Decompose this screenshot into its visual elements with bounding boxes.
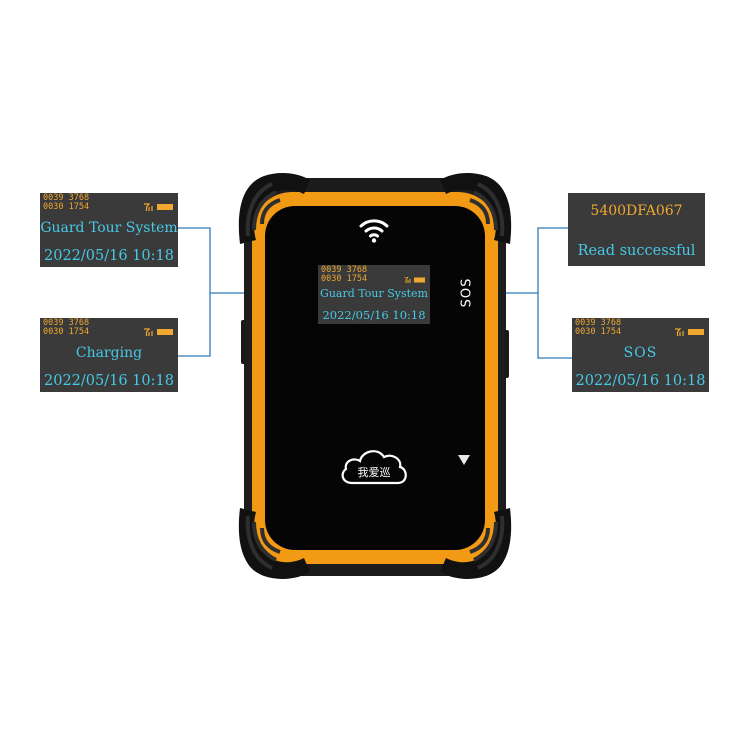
device-screen — [265, 206, 485, 550]
corner-bumper-bottom-right — [434, 500, 516, 582]
status-line-1: 0039 3768 — [43, 318, 90, 328]
panel-message: Read successful — [577, 243, 696, 259]
panel-datetime: 2022/05/16 10:18 — [575, 373, 706, 389]
panel-read-successful: 5400DFA067 Read successful — [568, 193, 705, 266]
wifi-icon — [358, 216, 390, 244]
corner-bumper-top-left — [234, 170, 316, 252]
cloud-logo-text: 我爱巡 — [357, 466, 391, 479]
lcd-message: Guard Tour System — [320, 287, 428, 300]
signal-battery-icon — [675, 321, 705, 340]
down-arrow-icon[interactable] — [458, 455, 470, 465]
panel-card-id: 5400DFA067 — [590, 203, 683, 219]
status-line-2: 0030 1754 — [43, 327, 90, 337]
lcd-status-block: 0039 3768 0030 1754 — [321, 266, 367, 284]
status-line-1: 0039 3768 — [575, 318, 622, 328]
right-side-button[interactable] — [504, 330, 509, 378]
lcd-status-block: 0039 3768 0030 1754 — [43, 319, 89, 337]
panel-guard-tour: 0039 3768 0030 1754 Guard Tour System 20… — [40, 193, 178, 267]
lcd-datetime: 2022/05/16 10:18 — [322, 308, 426, 322]
status-line-1: 0039 3768 — [321, 265, 368, 275]
corner-bumper-top-right — [434, 170, 516, 252]
right-bracket-line — [537, 227, 572, 359]
status-line-2: 0030 1754 — [575, 327, 622, 337]
panel-sos: 0039 3768 0030 1754 SOS 2022/05/16 10:18 — [572, 318, 709, 392]
sos-label[interactable]: SOS — [459, 277, 475, 308]
lcd-status-block: 0039 3768 0030 1754 — [575, 319, 621, 337]
left-bracket-line — [178, 227, 211, 357]
device-lcd: 0039 3768 0030 1754 Guard Tour System 20… — [318, 265, 430, 324]
panel-datetime: 2022/05/16 10:18 — [44, 373, 174, 389]
status-line-2: 0030 1754 — [43, 202, 90, 212]
status-line-2: 0030 1754 — [321, 274, 368, 284]
signal-battery-icon — [144, 321, 174, 340]
signal-battery-icon — [144, 196, 174, 215]
signal-battery-icon — [404, 268, 426, 287]
lcd-status-block: 0039 3768 0030 1754 — [43, 194, 89, 212]
corner-bumper-bottom-left — [234, 500, 316, 582]
panel-message: SOS — [623, 345, 658, 361]
status-line-1: 0039 3768 — [43, 193, 90, 203]
panel-message: Charging — [75, 345, 143, 361]
cloud-logo: 我爱巡 — [338, 445, 410, 487]
panel-message: Guard Tour System — [40, 220, 178, 236]
panel-charging: 0039 3768 0030 1754 Charging 2022/05/16 … — [40, 318, 178, 392]
panel-datetime: 2022/05/16 10:18 — [44, 248, 174, 264]
left-side-button[interactable] — [241, 320, 246, 364]
